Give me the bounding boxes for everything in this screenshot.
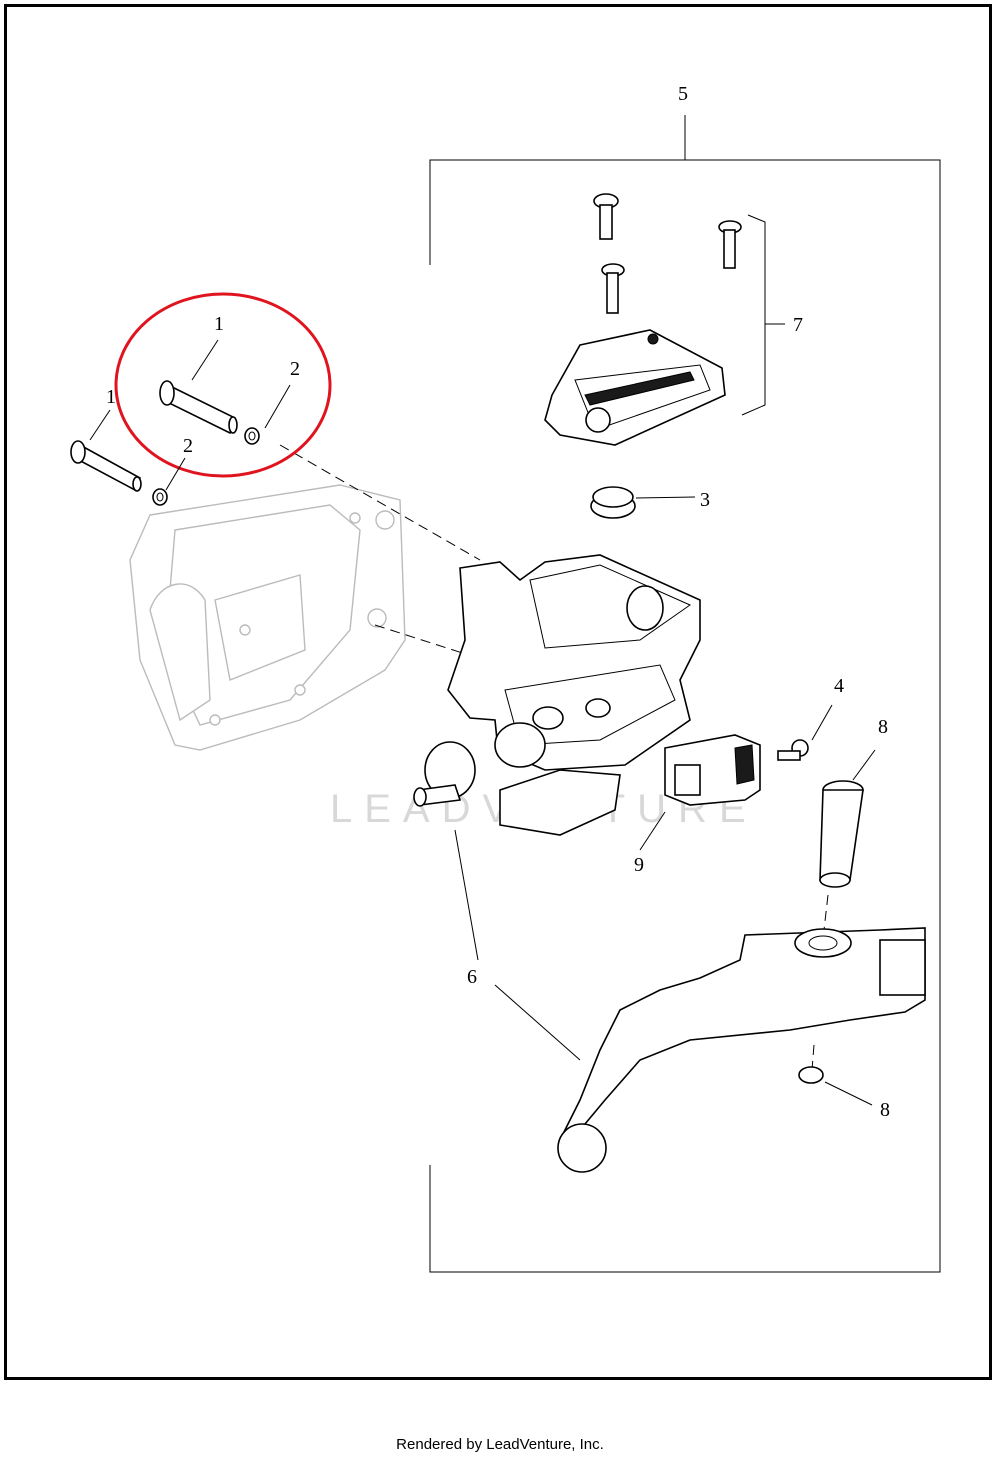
callout-7: 7 — [793, 314, 803, 336]
reservoir-plug-part-3 — [590, 486, 696, 519]
retaining-clip-part-8 — [798, 1066, 873, 1106]
callout-8-pin: 8 — [878, 716, 888, 738]
washer-part-2 — [152, 488, 168, 506]
switch-screw-part-4 — [777, 704, 833, 761]
footer-credit: Rendered by LeadVenture, Inc. — [396, 1436, 604, 1453]
callout-2: 2 — [183, 435, 193, 457]
leader-lines — [89, 339, 581, 1061]
washer-part-2-highlighted — [244, 427, 260, 445]
pivot-pin-part-1 — [70, 440, 142, 492]
bracket-7 — [741, 214, 785, 416]
callout-1-highlighted: 1 — [214, 313, 224, 335]
assembly-bracket-5 — [429, 115, 941, 1273]
master-cylinder-body — [447, 554, 701, 836]
alignment-lines — [279, 444, 829, 1071]
diagram-frame — [4, 4, 992, 1380]
pushrod-boot-part-6 — [413, 741, 476, 807]
cover-screws-part-7 — [593, 193, 742, 314]
brake-lever — [557, 927, 926, 1173]
pivot-pin-part-1-highlighted — [159, 380, 238, 435]
lever-pivot-pin-part-8 — [819, 749, 876, 888]
handlebar-housing-ghost — [129, 484, 406, 751]
callout-9: 9 — [634, 854, 644, 876]
reservoir-cover — [544, 329, 726, 446]
brake-switch-part-9 — [639, 734, 761, 851]
callout-2-highlighted: 2 — [290, 358, 300, 380]
callout-5: 5 — [678, 83, 688, 105]
callout-8-clip: 8 — [880, 1099, 890, 1121]
highlight-circle — [114, 292, 332, 478]
callout-3: 3 — [700, 489, 710, 511]
callout-6: 6 — [467, 966, 477, 988]
callout-4: 4 — [834, 675, 844, 697]
callout-1: 1 — [106, 386, 116, 408]
